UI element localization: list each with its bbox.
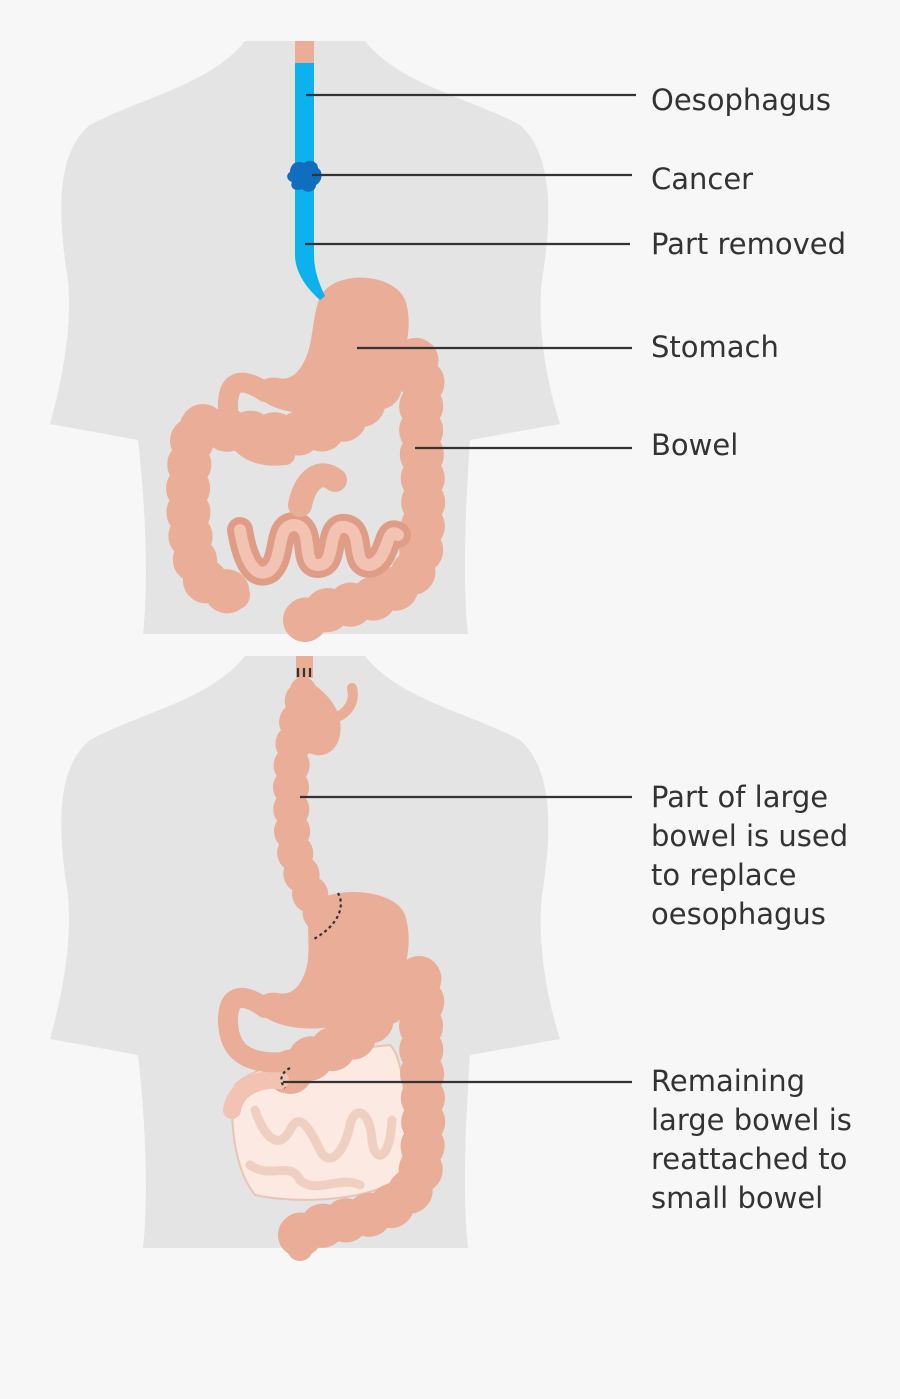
duodenum-top — [217, 372, 295, 466]
leader-lines-bottom — [283, 795, 632, 1084]
duodenum-bottom — [217, 988, 295, 1073]
figure-bottom — [50, 656, 632, 1261]
label-remaining-bowel: Remaining large bowel is reattached to s… — [651, 1064, 852, 1215]
figure-top — [50, 41, 636, 642]
label-bowel: Bowel — [651, 428, 739, 462]
label-large-bowel-used: Part of large bowel is used to replace o… — [651, 780, 849, 931]
label-stomach: Stomach — [651, 330, 779, 364]
cancer-tumour — [287, 160, 322, 192]
stomach-bottom — [257, 892, 409, 1029]
label-cancer: Cancer — [651, 162, 754, 196]
stomach-top — [257, 277, 409, 414]
oesophagus-top — [295, 41, 314, 63]
label-part-removed: Part removed — [651, 227, 846, 261]
label-oesophagus: Oesophagus — [651, 83, 831, 117]
leader-lines-top — [305, 93, 636, 450]
stitches — [280, 668, 342, 1089]
